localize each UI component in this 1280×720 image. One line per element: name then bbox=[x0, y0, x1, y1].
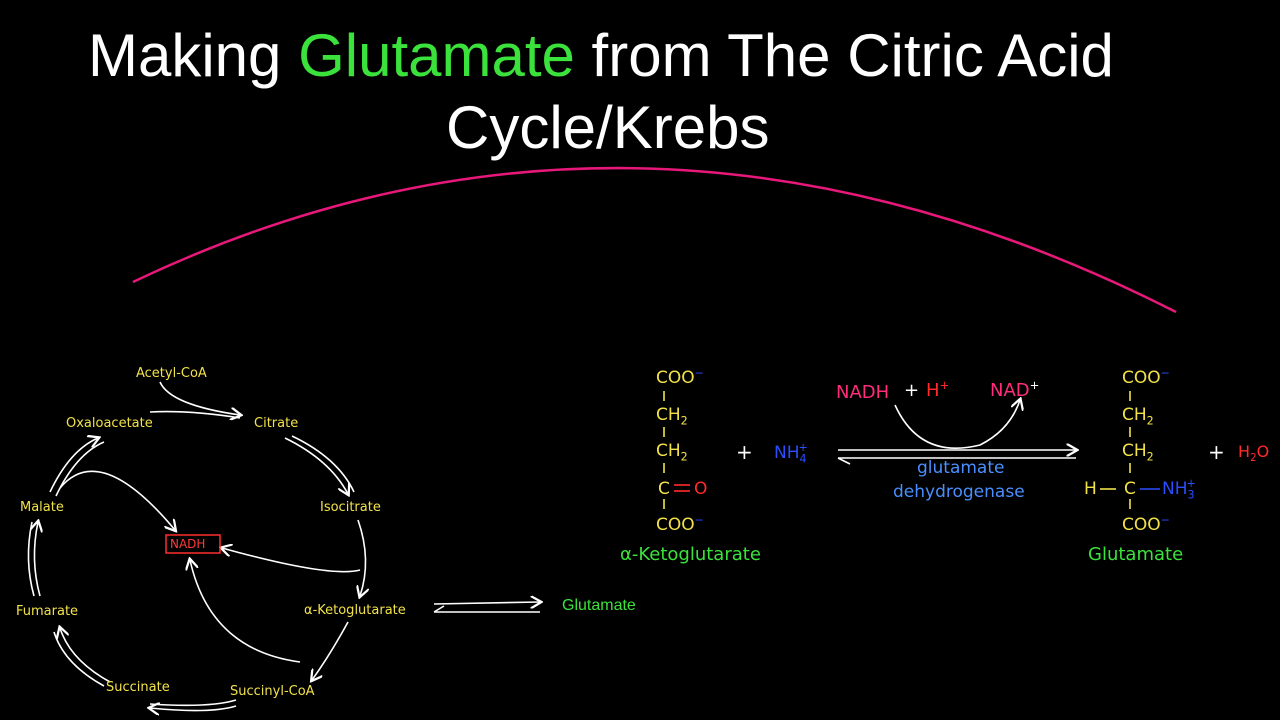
arrow-malate-to-nadh bbox=[59, 470, 175, 530]
title-suffix: from The Citric Acid bbox=[574, 22, 1114, 89]
akg-name: α-Ketoglutarate bbox=[620, 544, 761, 565]
label-succinate: Succinate bbox=[106, 680, 170, 695]
label-acetyl-coa: Acetyl-CoA bbox=[136, 366, 207, 381]
glu-amino-nh: NH bbox=[1162, 479, 1188, 499]
akg-carbonyl-o: O bbox=[694, 479, 708, 499]
ammonium-nh: NH bbox=[774, 443, 800, 463]
glu-ch2-2: CH2 bbox=[1122, 441, 1154, 464]
label-fumarate: Fumarate bbox=[16, 604, 79, 619]
arrow-citrate-isocitrate bbox=[284, 437, 348, 494]
arrow-fumarate-to-malate bbox=[34, 522, 40, 597]
akg-carbonyl-c: C bbox=[658, 479, 670, 499]
nad-text: NAD bbox=[990, 380, 1030, 401]
nadh-box bbox=[165, 534, 221, 554]
arrow-iso-to-akg bbox=[358, 519, 366, 596]
glu-amino: NH3+ bbox=[1162, 477, 1196, 502]
arrow-oxalo-to-citrate bbox=[149, 410, 241, 419]
glu-amino-sub: 3 bbox=[1187, 488, 1195, 502]
glu-ch-2: CH bbox=[1122, 441, 1147, 461]
arrow-succinyl-to-succinate bbox=[149, 699, 237, 707]
glu-ch-1-sub: 2 bbox=[1146, 414, 1154, 428]
akg-ch2-1: CH2 bbox=[656, 405, 688, 428]
ammonium-sub: 4 bbox=[799, 452, 807, 466]
label-glutamate-product: Glutamate bbox=[562, 597, 636, 614]
enzyme-line1: glutamate bbox=[917, 458, 1005, 478]
akg-coo-bottom: COO− bbox=[656, 513, 704, 535]
label-nadh-cycle: NADH bbox=[170, 537, 206, 551]
arrow-malate-to-oxalo bbox=[49, 438, 98, 493]
glu-coo-bottom-text: COO bbox=[1122, 515, 1161, 535]
label-isocitrate: Isocitrate bbox=[320, 500, 381, 515]
akg-ch-2: CH bbox=[656, 441, 681, 461]
cofactor-nadh: NADH bbox=[836, 382, 890, 403]
label-citrate: Citrate bbox=[254, 416, 299, 431]
equilibrium-upper bbox=[433, 602, 540, 604]
glu-ch-2-sub: 2 bbox=[1146, 450, 1154, 464]
cofactor-arrow bbox=[894, 400, 1020, 449]
water: H2O bbox=[1238, 442, 1270, 465]
plus-sign-2: + bbox=[1208, 440, 1225, 464]
arrow-succinate-to-fumarate bbox=[60, 628, 111, 683]
glu-h: H bbox=[1084, 479, 1097, 499]
glu-ch-1: CH bbox=[1122, 405, 1147, 425]
glu-ch2-1: CH2 bbox=[1122, 405, 1154, 428]
cofactor-nad: NAD+ bbox=[990, 378, 1040, 401]
page-title-line2: Cycle/Krebs bbox=[446, 94, 770, 161]
title-highlight: Glutamate bbox=[298, 22, 575, 89]
glu-coo-charge: − bbox=[1160, 366, 1170, 380]
label-a-ketoglutarate: α-Ketoglutarate bbox=[304, 603, 406, 618]
ammonium-charge: + bbox=[798, 441, 808, 455]
glu-amino-charge: + bbox=[1186, 477, 1196, 491]
label-succinyl-coa: Succinyl-CoA bbox=[230, 684, 315, 699]
proton-charge: + bbox=[939, 378, 950, 392]
akg-coo-bottom-charge: − bbox=[694, 513, 704, 527]
proton-h: H bbox=[926, 380, 940, 401]
akg-ch-1-sub: 2 bbox=[680, 414, 688, 428]
glu-coo-text: COO bbox=[1122, 368, 1161, 388]
glu-coo-top: COO− bbox=[1122, 366, 1170, 388]
akg-ch-2-sub: 2 bbox=[680, 450, 688, 464]
ammonium: NH4+ bbox=[774, 441, 808, 466]
label-oxaloacetate: Oxaloacetate bbox=[66, 416, 153, 431]
cofactor-proton: H+ bbox=[926, 378, 950, 401]
akg-coo-bottom-text: COO bbox=[656, 515, 695, 535]
akg-coo-text: COO bbox=[656, 368, 695, 388]
arrow-akg-to-succinylcoa bbox=[312, 621, 349, 680]
akg-coo-charge: − bbox=[694, 366, 704, 380]
label-malate: Malate bbox=[20, 500, 64, 515]
arrow-acetyl-to-citrate bbox=[159, 381, 240, 415]
page-title: Making Glutamate from The Citric Acid bbox=[88, 26, 1114, 86]
arrow-to-nadh-2 bbox=[190, 560, 301, 663]
cofactor-plus: + bbox=[904, 380, 920, 401]
water-o: O bbox=[1256, 442, 1270, 461]
enzyme-line2: dehydrogenase bbox=[893, 482, 1025, 502]
glu-alpha-c: C bbox=[1124, 479, 1136, 499]
akg-ch-1: CH bbox=[656, 405, 681, 425]
title-prefix: Making bbox=[88, 22, 299, 89]
glu-coo-bottom: COO− bbox=[1122, 513, 1170, 535]
plus-sign-1: + bbox=[736, 440, 753, 464]
glu-coo-bottom-charge: − bbox=[1160, 513, 1170, 527]
akg-ch2-2: CH2 bbox=[656, 441, 688, 464]
connecting-arc bbox=[132, 166, 1177, 314]
water-h: H bbox=[1238, 442, 1251, 461]
glu-name: Glutamate bbox=[1088, 544, 1184, 565]
arrow-to-nadh-1 bbox=[222, 548, 361, 573]
nad-charge: + bbox=[1029, 378, 1040, 392]
akg-coo-top: COO− bbox=[656, 366, 704, 388]
water-sub: 2 bbox=[1250, 452, 1257, 465]
